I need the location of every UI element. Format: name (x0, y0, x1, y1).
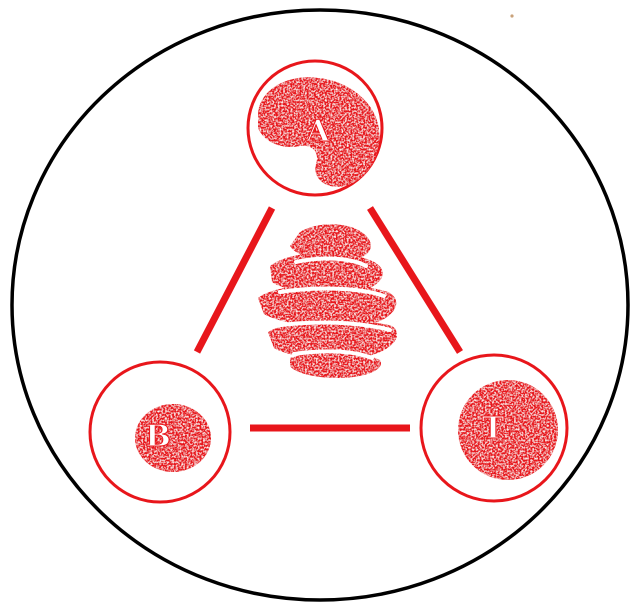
node-t-blob (458, 380, 558, 480)
center-spiral (258, 224, 397, 378)
node-t: T (421, 355, 567, 501)
stray-dot (510, 14, 513, 17)
node-a-label: A (305, 114, 330, 149)
node-b-label: B (145, 419, 170, 454)
node-a: A (248, 61, 382, 195)
edge-a-b (197, 208, 272, 352)
node-t-label: T (482, 411, 505, 446)
node-b: B (90, 362, 230, 502)
